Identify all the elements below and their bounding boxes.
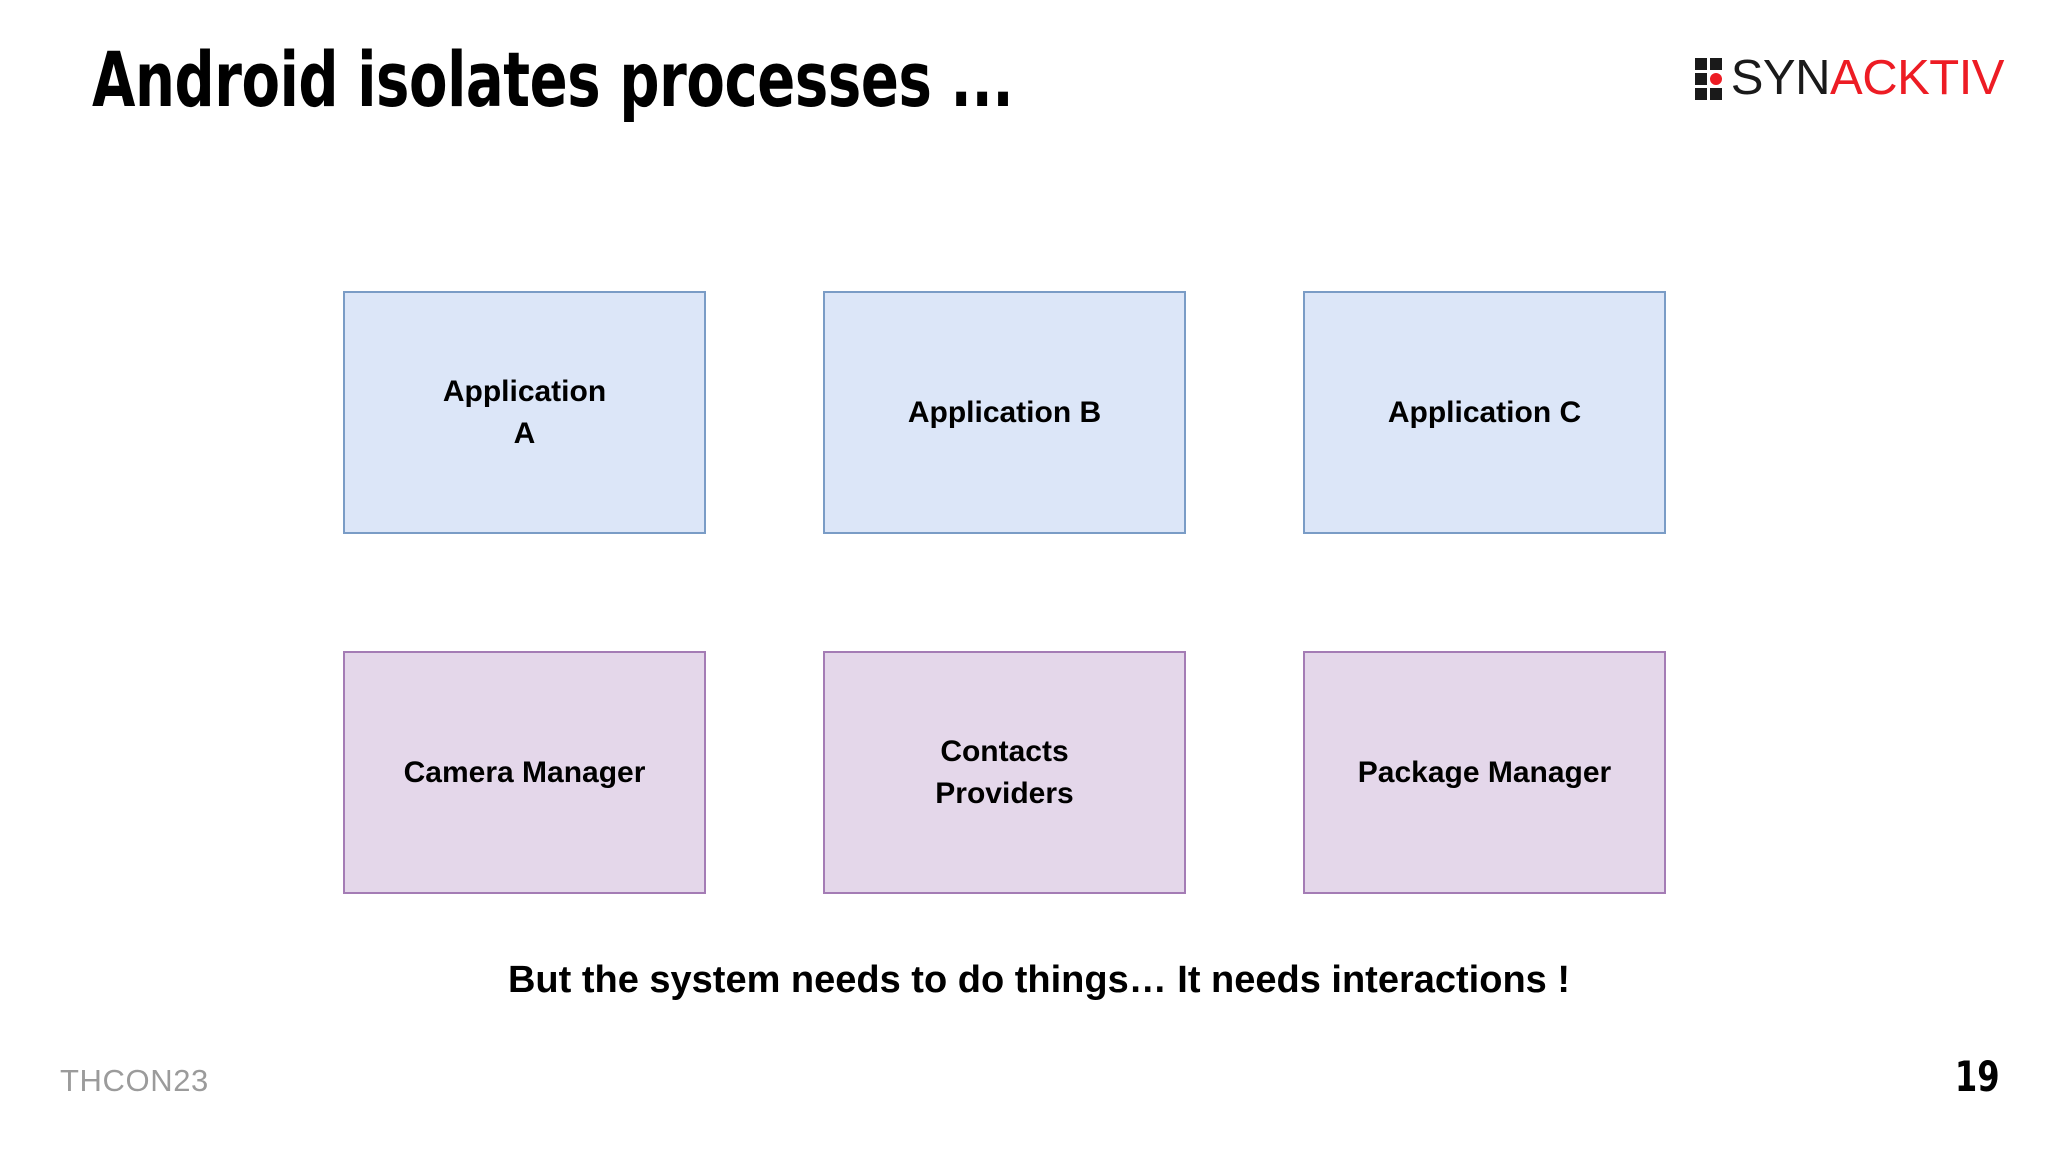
node-label: Application C xyxy=(1387,395,1582,429)
logo-red-dot-icon xyxy=(1709,72,1722,85)
system-service-row: Camera Manager Contacts Providers Packag… xyxy=(343,651,1666,894)
node-application-a: Application A xyxy=(343,291,706,534)
node-label: Package Manager xyxy=(1357,755,1612,789)
page-title: Android isolates processes ... xyxy=(92,35,1014,124)
logo-square xyxy=(1709,57,1722,70)
node-application-b: Application B xyxy=(823,291,1186,534)
node-camera-manager: Camera Manager xyxy=(343,651,706,894)
logo-text-syn: SYN xyxy=(1730,51,1831,105)
node-contacts-providers: Contacts Providers xyxy=(823,651,1186,894)
footer-page-number: 19 xyxy=(1955,1052,2000,1101)
synacktiv-wordmark: SYNACKTIV xyxy=(1730,51,2005,105)
synacktiv-logo: SYNACKTIV xyxy=(1694,51,2005,105)
logo-square xyxy=(1694,87,1707,100)
slide-caption: But the system needs to do things… It ne… xyxy=(507,959,1571,1001)
node-label: Contacts Providers xyxy=(935,734,1074,810)
synacktiv-logo-mark-icon xyxy=(1694,57,1722,100)
footer-event-name: THCON23 xyxy=(60,1063,209,1098)
node-label: Application B xyxy=(907,395,1102,429)
node-label: Camera Manager xyxy=(403,755,646,789)
logo-text-acktiv: ACKTIV xyxy=(1830,51,2004,105)
node-label: Application A xyxy=(442,374,607,450)
node-application-c: Application C xyxy=(1303,291,1666,534)
application-row: Application A Application B Application … xyxy=(343,291,1666,534)
logo-square xyxy=(1694,57,1707,70)
node-package-manager: Package Manager xyxy=(1303,651,1666,894)
logo-square xyxy=(1694,72,1707,85)
logo-square xyxy=(1709,87,1722,100)
